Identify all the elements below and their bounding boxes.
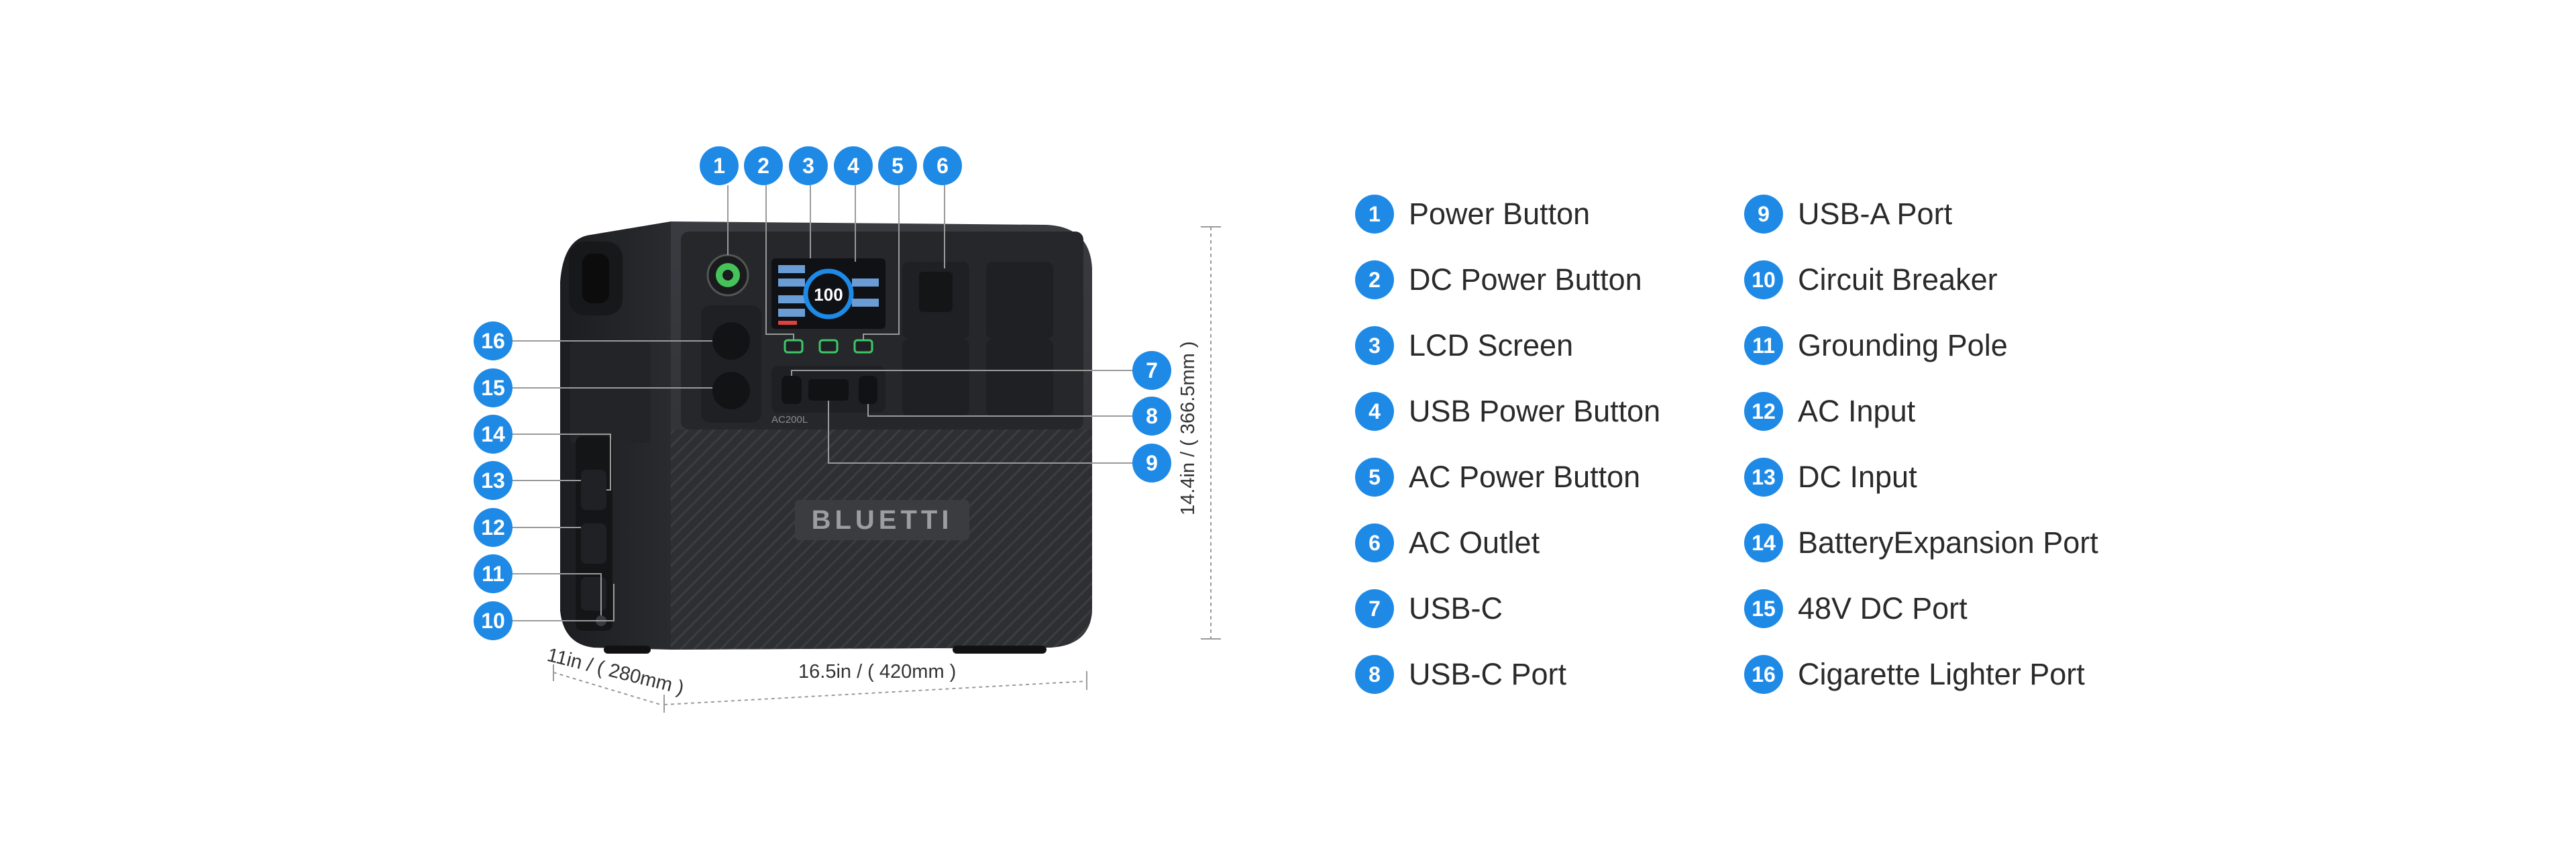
side-panel: [560, 221, 671, 650]
brand-plate: [795, 500, 969, 540]
legend-badge: 14: [1744, 523, 1783, 562]
width-dimension-label: 16.5in / ( 420mm ): [798, 661, 957, 683]
legend-item: 7 USB-C: [1355, 576, 1660, 642]
legend-badge: 13: [1744, 458, 1783, 497]
height-dimension-label: 14.4in / ( 366.5mm ): [1177, 341, 1199, 516]
legend-label: AC Input: [1798, 394, 1916, 428]
usb-c-left: [782, 376, 802, 404]
legend-item: 13 DC Input: [1744, 444, 2098, 510]
legend-badge: 2: [1355, 260, 1394, 299]
legend-label: AC Outlet: [1409, 525, 1540, 560]
legend-badge: 11: [1744, 326, 1783, 365]
lcd-reading: 100: [814, 285, 843, 305]
side-vent: [570, 342, 651, 443]
callout-badge-3: 3: [789, 146, 828, 185]
usb-a-port: [808, 379, 849, 401]
ac-power-button: [853, 339, 873, 354]
legend-item: 16 Cigarette Lighter Port: [1744, 642, 2098, 707]
legend-badge: 16: [1744, 655, 1783, 694]
legend-badge: 12: [1744, 392, 1783, 431]
legend-item: 15 48V DC Port: [1744, 576, 2098, 642]
legend-item: 10 Circuit Breaker: [1744, 247, 2098, 313]
legend-item: 5 AC Power Button: [1355, 444, 1660, 510]
usb-c-right: [859, 376, 877, 404]
legend-label: LCD Screen: [1409, 328, 1574, 362]
legend-label: USB-A Port: [1798, 197, 1953, 231]
legend-label: Cigarette Lighter Port: [1798, 657, 2085, 691]
legend-badge: 8: [1355, 655, 1394, 694]
legend-item: 8 USB-C Port: [1355, 642, 1660, 707]
legend-badge: 5: [1355, 458, 1394, 497]
legend-label: AC Power Button: [1409, 460, 1641, 494]
callout-badge-13: 13: [474, 461, 513, 500]
legend-label: DC Power Button: [1409, 262, 1642, 297]
brand-logo: BLUETTI: [812, 505, 953, 535]
legend-badge: 3: [1355, 326, 1394, 365]
callout-badge-11: 11: [474, 554, 513, 593]
callout-badge-12: 12: [474, 508, 513, 547]
legend-badge: 6: [1355, 523, 1394, 562]
legend-badge: 7: [1355, 589, 1394, 628]
callout-badge-2: 2: [744, 146, 783, 185]
legend-label: USB-C: [1409, 591, 1503, 625]
callout-badge-4: 4: [834, 146, 873, 185]
legend-label: USB Power Button: [1409, 394, 1661, 428]
callout-badge-6: 6: [923, 146, 962, 185]
callout-badge-14: 14: [474, 415, 513, 454]
callout-badge-5: 5: [878, 146, 917, 185]
dc-48v-port: [712, 372, 750, 409]
power-button: [706, 254, 749, 297]
legend-item: 9 USB-A Port: [1744, 181, 2098, 247]
legend-label: DC Input: [1798, 460, 1917, 494]
legend-item: 11 Grounding Pole: [1744, 313, 2098, 378]
legend-item: 2 DC Power Button: [1355, 247, 1660, 313]
legend-label: 48V DC Port: [1798, 591, 1968, 625]
legend-item: 1 Power Button: [1355, 181, 1660, 247]
leader-lines: [510, 185, 1140, 621]
legend-label: Power Button: [1409, 197, 1591, 231]
legend-column-right: 9 USB-A Port 10 Circuit Breaker 11 Groundin…: [1744, 181, 2098, 707]
legend-badge: 1: [1355, 195, 1394, 234]
model-label: AC200L: [771, 414, 808, 425]
lcd-screen: 100: [771, 258, 885, 329]
callout-badge-10: 10: [474, 601, 513, 640]
dc-power-button: [784, 339, 804, 354]
callout-badge-8: 8: [1132, 397, 1171, 436]
dc-input-port: [581, 523, 606, 564]
legend-label: Grounding Pole: [1798, 328, 2008, 362]
dimension-lines: [553, 227, 1212, 705]
legend-item: 4 USB Power Button: [1355, 378, 1660, 444]
cigarette-lighter-port: [712, 322, 750, 360]
legend-item: 3 LCD Screen: [1355, 313, 1660, 378]
expansion-port: [581, 470, 606, 510]
dimension-ticks: [553, 226, 1221, 713]
ac-input-port: [581, 577, 606, 611]
legend-label: USB-C Port: [1409, 657, 1567, 691]
legend-badge: 15: [1744, 589, 1783, 628]
legend-label: Circuit Breaker: [1798, 262, 1998, 297]
callout-badge-9: 9: [1132, 444, 1171, 483]
usb-power-button: [818, 339, 839, 354]
callout-badge-7: 7: [1132, 351, 1171, 390]
callout-badge-15: 15: [474, 368, 513, 407]
legend-item: 14 BatteryExpansion Port: [1744, 510, 2098, 576]
ac-outlets: [902, 262, 1053, 416]
callout-badge-16: 16: [474, 321, 513, 360]
legend-badge: 4: [1355, 392, 1394, 431]
legend-item: 6 AC Outlet: [1355, 510, 1660, 576]
legend-badge: 10: [1744, 260, 1783, 299]
legend-badge: 9: [1744, 195, 1783, 234]
legend-column-left: 1 Power Button 2 DC Power Button 3 LCD Scre…: [1355, 181, 1660, 707]
legend-label: BatteryExpansion Port: [1798, 525, 2098, 560]
legend-item: 12 AC Input: [1744, 378, 2098, 444]
callout-badge-1: 1: [700, 146, 739, 185]
